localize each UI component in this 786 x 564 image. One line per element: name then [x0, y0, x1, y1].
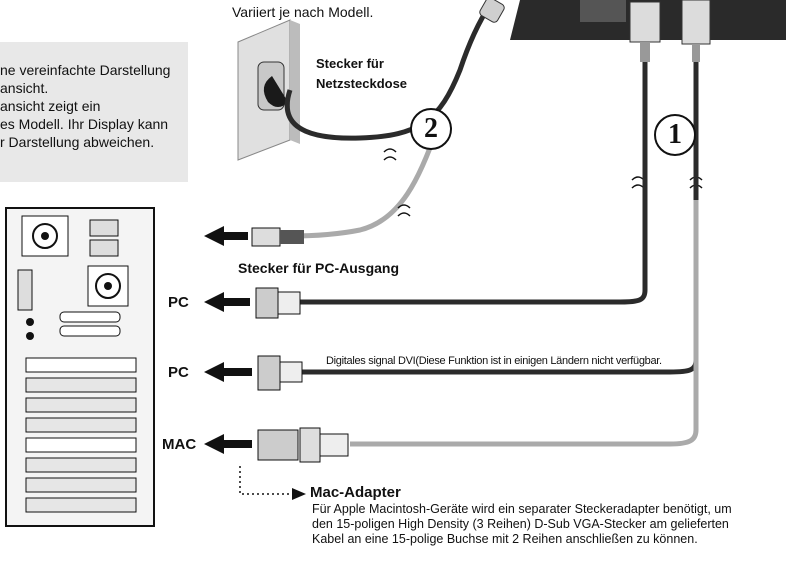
- power-cable-dark: [284, 3, 493, 141]
- pc-output-label: Stecker für PC-Ausgang: [238, 260, 400, 276]
- callout-number-one: 1: [654, 114, 696, 156]
- model-variance-note: Variiert je nach Modell.: [232, 4, 374, 20]
- mac-adapter-connector: [257, 427, 349, 463]
- power-plug-top: [479, 0, 505, 23]
- side-note-box: ne vereinfachte Darstellung ansicht. ans…: [0, 42, 188, 182]
- dvi-availability-note: Digitales signal DVI(Diese Funktion ist …: [326, 355, 662, 367]
- dvi-connector: [257, 355, 303, 391]
- port-label-mac: MAC: [162, 436, 197, 453]
- direction-arrows: [204, 226, 252, 454]
- wall-outlet: [237, 19, 300, 161]
- pc-tower: [5, 207, 155, 527]
- mac-adapter-title: Mac-Adapter: [310, 484, 401, 501]
- cable-break-marks: [383, 148, 703, 217]
- power-connector: [251, 227, 304, 247]
- signal-cable-vga: [300, 1, 661, 305]
- power-cable-light: [289, 119, 443, 239]
- plug-label-line2: Netzsteckdose: [316, 76, 408, 91]
- mac-adapter-desc-line: den 15-poligen High Density (3 Reihen) D…: [312, 517, 729, 531]
- port-label-pc-dvi: PC: [168, 364, 189, 381]
- port-label-pc-vga: PC: [168, 294, 189, 311]
- side-note-line: es Modell. Ihr Display kann: [0, 116, 169, 132]
- vga-connector: [255, 287, 301, 319]
- side-note-line: ansicht zeigt ein: [0, 98, 101, 114]
- side-note-line: ansicht.: [0, 80, 49, 96]
- mac-adapter-pointer: [239, 466, 292, 495]
- callout-number-two: 2: [410, 108, 452, 150]
- mac-adapter-desc-line: Für Apple Macintosh-Geräte wird ein sepa…: [312, 502, 732, 516]
- signal-cable-dvi: [300, 0, 711, 447]
- side-note-line: r Darstellung abweichen.: [0, 134, 155, 150]
- plug-label-line1: Stecker für: [316, 56, 384, 71]
- mac-adapter-desc-line: Kabel an eine 15-polige Buchse mit 2 Rei…: [312, 532, 698, 546]
- side-note-line: ne vereinfachte Darstellung: [0, 62, 171, 78]
